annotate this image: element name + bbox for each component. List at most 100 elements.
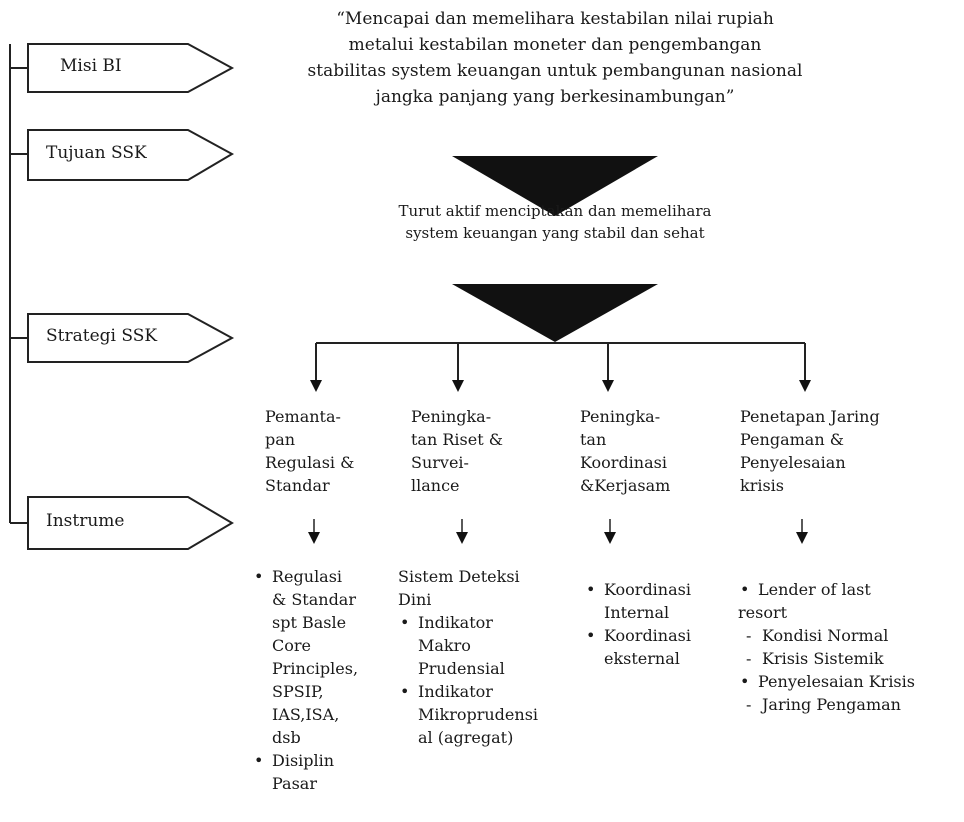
instrument-item: •Koordinasi xyxy=(584,578,734,601)
instrument-item: Internal xyxy=(584,601,734,624)
instrument-item: • Regulasi xyxy=(252,565,382,588)
instrument-text: Indikator xyxy=(418,613,493,632)
mission-line: “Mencapai dan memelihara kestabilan nila… xyxy=(336,9,774,29)
instrument-text: Koordinasi xyxy=(604,626,691,645)
instrument-text: Principles, xyxy=(272,659,359,678)
stage-label-instrumen: Instrume xyxy=(46,511,125,531)
instrument-text: Penyelesaian Krisis xyxy=(758,672,915,691)
strategy-line: krisis xyxy=(740,476,784,495)
instrument-item: -Jaring Pengaman xyxy=(738,693,958,716)
instrument-item: -Kondisi Normal xyxy=(738,624,958,647)
strategy-jaring: Penetapan Jaring Pengaman & Penyelesaian… xyxy=(740,405,940,497)
instrument-text: al (agregat) xyxy=(418,728,514,747)
instrument-text: & Standar xyxy=(272,590,356,609)
strategy-regulasi: Pemanta- pan Regulasi & Standar xyxy=(265,405,395,497)
instrument-item: Sistem Deteksi xyxy=(398,565,568,588)
instrument-item: •Indikator xyxy=(398,611,568,634)
instrument-item: resort xyxy=(738,601,958,624)
instrument-item: • Disiplin xyxy=(252,749,382,772)
bullet-marker: • xyxy=(740,580,750,599)
instrument-item: Core xyxy=(252,634,382,657)
instrument-text: spt Basle xyxy=(272,613,347,632)
stage-label-strategi: Strategi SSK xyxy=(46,326,158,346)
bullet-marker: • xyxy=(400,682,410,701)
arrow-down-icon xyxy=(452,380,464,392)
instrument-text: Pasar xyxy=(272,774,317,793)
strategy-line: Koordinasi xyxy=(580,453,667,472)
bullet-marker: • xyxy=(586,626,596,645)
instrument-item: Dini xyxy=(398,588,568,611)
instrument-item: Prudensial xyxy=(398,657,568,680)
strategy-line: llance xyxy=(411,476,460,495)
chevron-down-icon xyxy=(452,156,658,216)
instrument-text: Kondisi Normal xyxy=(762,626,889,645)
dash-marker: - xyxy=(746,695,752,714)
instrument-text: Internal xyxy=(604,603,670,622)
instrument-item: Pasar xyxy=(252,772,382,795)
strategi-pentagon xyxy=(27,313,235,363)
arrow-down-icon xyxy=(602,380,614,392)
instrument-text: Jaring Pengaman xyxy=(762,695,901,714)
instrumen-pentagon xyxy=(27,496,234,550)
arrow-down-icon xyxy=(456,532,468,544)
misi-pentagon xyxy=(27,43,235,93)
strategy-line: Regulasi & xyxy=(265,453,355,472)
arrow-down-icon xyxy=(310,380,322,392)
instrument-text: Makro xyxy=(418,636,471,655)
goal-line: system keuangan yang stabil dan sehat xyxy=(405,224,705,242)
goal-statement: Turut aktif menciptakan dan memelihara s… xyxy=(380,200,730,244)
instrument-text: resort xyxy=(738,603,788,622)
strategy-line: &Kerjasam xyxy=(580,476,671,495)
strategy-line: Pengaman & xyxy=(740,430,844,449)
strategy-line: Peningka- xyxy=(411,407,492,426)
strategy-line: Standar xyxy=(265,476,330,495)
instrument-item: •Lender of last xyxy=(738,578,958,601)
strategy-line: Pemanta- xyxy=(265,407,341,426)
instrument-item: Principles, xyxy=(252,657,382,680)
instrument-text: Prudensial xyxy=(418,659,505,678)
instrument-item: •Indikator xyxy=(398,680,568,703)
instrument-text: Sistem Deteksi xyxy=(398,567,520,586)
instrument-text: IAS,ISA, xyxy=(272,705,340,724)
arrow-down-icon xyxy=(308,532,320,544)
tujuan-pentagon xyxy=(27,129,235,181)
strategy-line: Survei- xyxy=(411,453,469,472)
mission-line: stabilitas system keuangan untuk pembang… xyxy=(307,61,803,81)
arrow-down-icon xyxy=(799,380,811,392)
instrument-item: & Standar xyxy=(252,588,382,611)
instrument-text: eksternal xyxy=(604,649,680,668)
instrument-text: Regulasi xyxy=(272,567,343,586)
chevron-down-icon xyxy=(452,284,658,342)
strategy-koordinasi: Peningka- tan Koordinasi &Kerjasam xyxy=(580,405,730,497)
instrument-text: Disiplin xyxy=(272,751,335,770)
instrument-text: Koordinasi xyxy=(604,580,691,599)
dash-marker: - xyxy=(746,649,752,668)
instrument-item: dsb xyxy=(252,726,382,749)
arrow-down-icon xyxy=(604,532,616,544)
instrument-item: al (agregat) xyxy=(398,726,568,749)
instrument-text: Dini xyxy=(398,590,432,609)
bullet-marker: • xyxy=(254,751,264,770)
instrument-item: • Penyelesaian Krisis xyxy=(738,670,958,693)
strategy-line: Penyelesaian xyxy=(740,453,846,472)
bullet-marker: • xyxy=(740,672,750,691)
instrument-item: -Krisis Sistemik xyxy=(738,647,958,670)
instrument-text: Krisis Sistemik xyxy=(762,649,884,668)
bullet-marker: • xyxy=(254,567,264,586)
instrument-item: Makro xyxy=(398,634,568,657)
instrument-text: Mikroprudensi xyxy=(418,705,539,724)
strategy-riset: Peningka- tan Riset & Survei- llance xyxy=(411,405,551,497)
mission-statement: “Mencapai dan memelihara kestabilan nila… xyxy=(270,6,840,110)
instrument-item: SPSIP, xyxy=(252,680,382,703)
mission-line: jangka panjang yang berkesinambungan” xyxy=(375,87,735,107)
arrow-down-icon xyxy=(796,532,808,544)
strategy-line: tan xyxy=(580,430,607,449)
instrument-item: • Koordinasi xyxy=(584,624,734,647)
dash-marker: - xyxy=(746,626,752,645)
mission-line: metalui kestabilan moneter dan pengemban… xyxy=(348,35,762,55)
